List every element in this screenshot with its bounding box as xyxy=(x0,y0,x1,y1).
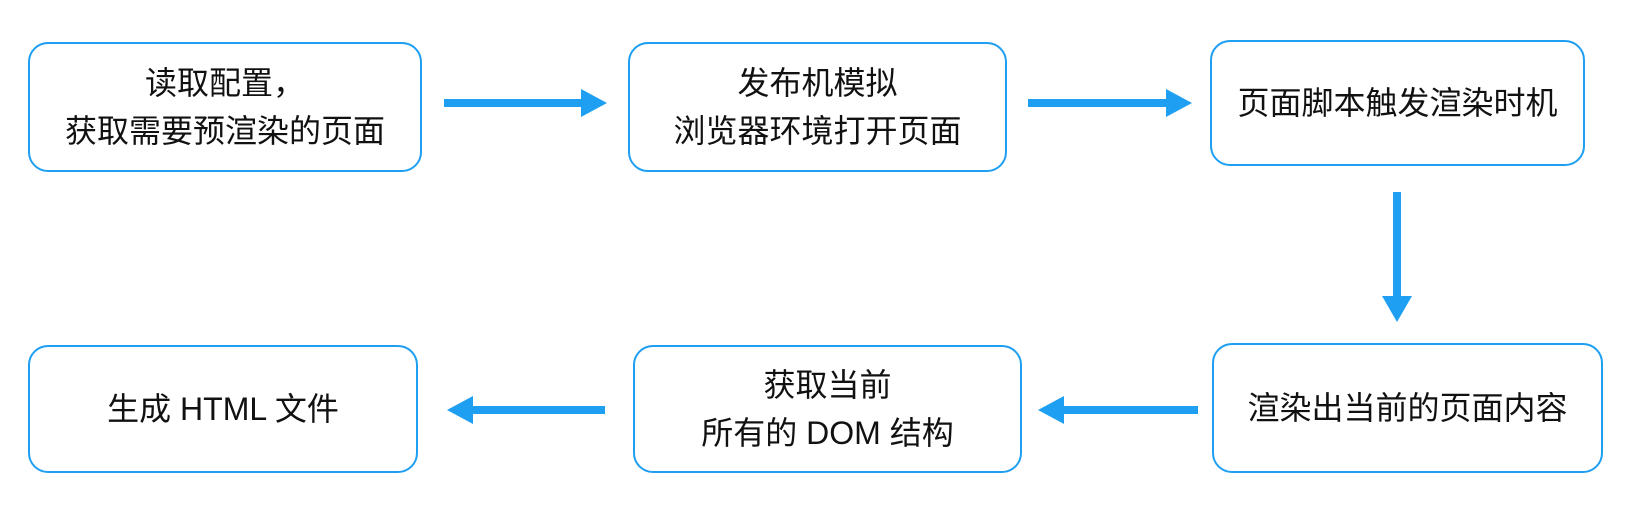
node-render-content: 渲染出当前的页面内容 xyxy=(1212,343,1603,473)
node-simulate-browser-line2: 浏览器环境打开页面 xyxy=(673,113,962,149)
node-trigger-render: 页面脚本触发渲染时机 xyxy=(1210,40,1585,166)
arrow-right-icon xyxy=(581,89,607,117)
node-simulate-browser: 发布机模拟 浏览器环境打开页面 xyxy=(628,42,1007,172)
arrow-shaft xyxy=(444,99,581,107)
node-read-config-line1: 读取配置， xyxy=(144,65,305,101)
node-read-config: 读取配置， 获取需要预渲染的页面 xyxy=(28,42,422,172)
node-render-content-line1: 渲染出当前的页面内容 xyxy=(1247,390,1568,426)
arrow-shaft xyxy=(1064,406,1198,414)
arrow-shaft xyxy=(473,406,605,414)
node-generate-html: 生成 HTML 文件 xyxy=(28,345,418,473)
node-get-dom-line1: 获取当前 xyxy=(763,367,892,403)
node-trigger-render-line1: 页面脚本触发渲染时机 xyxy=(1237,85,1558,121)
arrow-shaft xyxy=(1393,192,1401,297)
arrow-left-icon xyxy=(1038,396,1064,424)
node-generate-html-line1: 生成 HTML 文件 xyxy=(107,391,339,427)
arrow-down-icon xyxy=(1382,296,1412,322)
arrow-right-icon xyxy=(1166,89,1192,117)
node-read-config-line2: 获取需要预渲染的页面 xyxy=(64,113,385,149)
arrow-left-icon xyxy=(447,396,473,424)
node-get-dom: 获取当前 所有的 DOM 结构 xyxy=(633,345,1022,473)
arrow-shaft xyxy=(1028,99,1166,107)
node-get-dom-line2: 所有的 DOM 结构 xyxy=(701,415,954,451)
node-simulate-browser-line1: 发布机模拟 xyxy=(737,65,898,101)
